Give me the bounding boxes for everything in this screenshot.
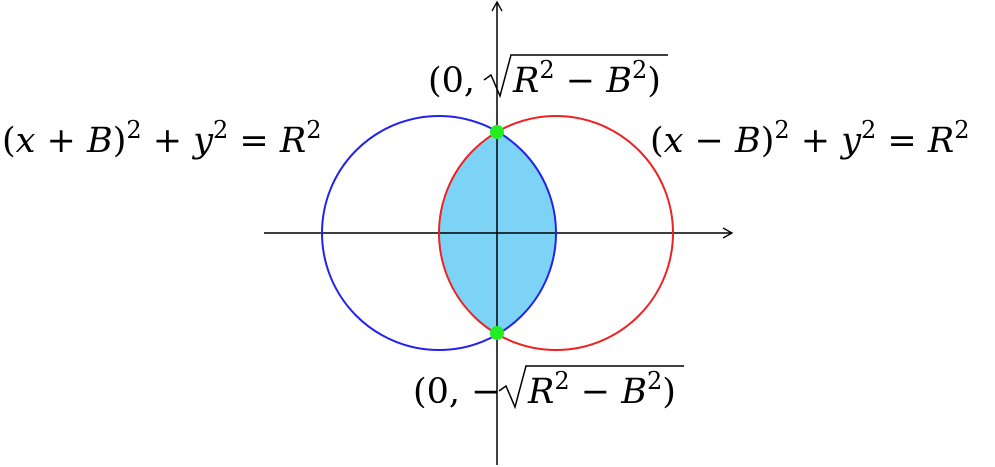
right-circle <box>438 115 674 351</box>
svg-text:(0, −: (0, − <box>413 372 501 412</box>
left-circle-equation: (x + B)2 + y2 = R2 <box>2 116 322 161</box>
svg-text:(0,: (0, <box>428 61 475 101</box>
top-radical-sign <box>483 54 668 99</box>
left-circle <box>321 115 557 351</box>
top-intersection-point <box>490 125 504 139</box>
right-circle-equation: (x − B)2 + y2 = R2 <box>650 116 970 161</box>
bottom-point-label: (0, − R2 − B2) <box>413 365 684 412</box>
svg-text:R2 − B2): R2 − B2) <box>527 367 676 412</box>
bottom-radical-sign <box>498 365 684 410</box>
bottom-intersection-point <box>490 326 504 340</box>
top-point-label: (0, R2 − B2) <box>428 54 668 101</box>
svg-text:R2 − B2): R2 − B2) <box>512 56 661 101</box>
